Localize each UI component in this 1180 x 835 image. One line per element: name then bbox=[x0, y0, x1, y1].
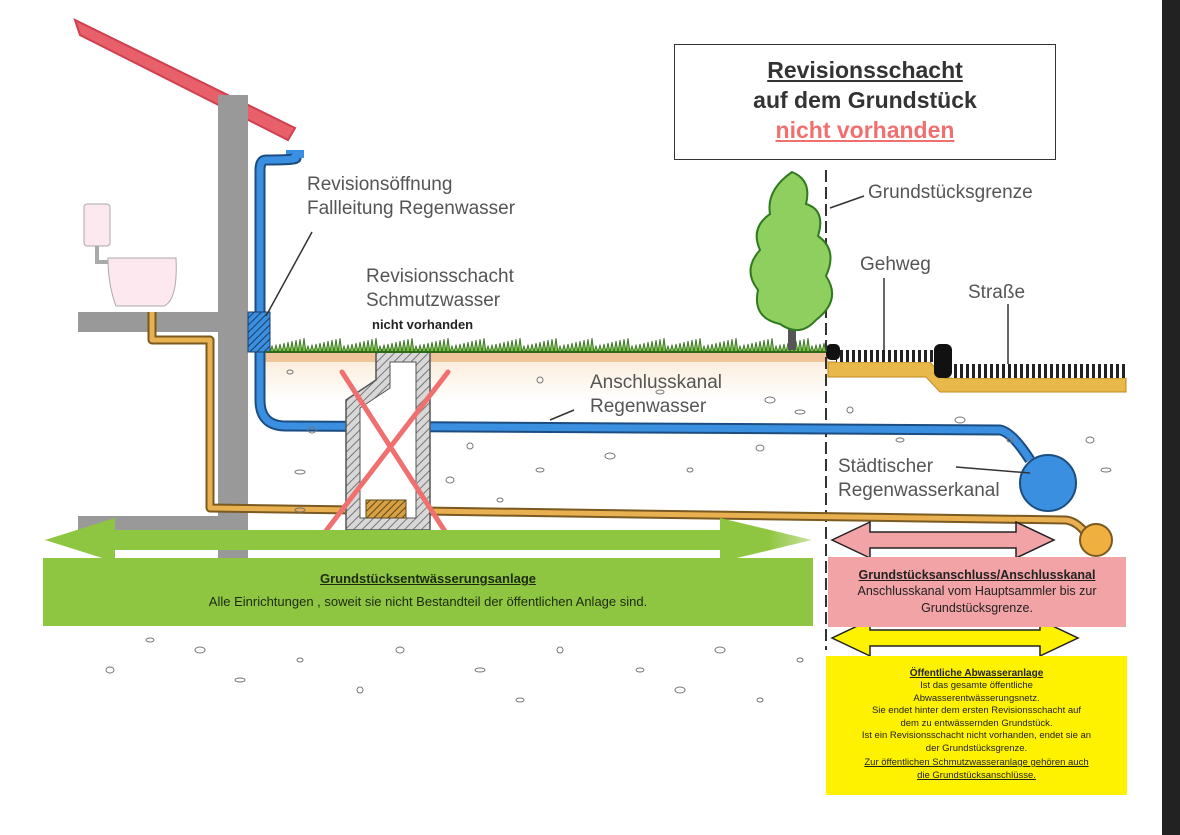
title-line-2: auf dem Grundstück bbox=[753, 87, 977, 113]
stone bbox=[556, 646, 564, 654]
street-fence bbox=[952, 364, 1126, 378]
title-box: Revisionsschacht auf dem Grundstück nich… bbox=[674, 44, 1056, 160]
stone bbox=[536, 376, 544, 384]
stone bbox=[846, 406, 854, 414]
label-property-line: Grundstücksgrenze bbox=[868, 182, 1033, 203]
roof bbox=[73, 18, 297, 142]
label-sidewalk: Gehweg bbox=[860, 254, 931, 275]
toilet-icon bbox=[83, 203, 177, 307]
stone bbox=[294, 469, 306, 475]
stone bbox=[234, 677, 246, 683]
connection-text-2: Grundstücksgrenze. bbox=[921, 601, 1033, 615]
stone bbox=[445, 476, 455, 484]
stone bbox=[515, 697, 525, 703]
title-line-1: Revisionsschacht bbox=[767, 57, 963, 83]
label-shaft-2: Schmutzwasser bbox=[366, 290, 501, 311]
label-city-sewer-2: Regenwasserkanal bbox=[838, 480, 1000, 501]
stone bbox=[954, 416, 966, 424]
stone bbox=[395, 646, 405, 654]
public-area-box: Öffentliche Abwasseranlage Ist das gesam… bbox=[826, 656, 1127, 795]
floor-slab bbox=[78, 312, 248, 332]
connection-text-1: Anschlusskanal vom Hauptsammler bis zur bbox=[857, 584, 1097, 598]
stone bbox=[635, 667, 645, 673]
label-revision-opening-1: Revisionsöffnung bbox=[307, 174, 453, 195]
lawn-grass bbox=[266, 337, 827, 353]
curb-left bbox=[826, 344, 840, 360]
stone bbox=[1100, 467, 1112, 473]
stone bbox=[474, 667, 486, 673]
stone bbox=[286, 369, 294, 375]
revision-opening-block bbox=[247, 311, 271, 353]
leader-rain-channel bbox=[549, 409, 575, 421]
cross-mark bbox=[319, 369, 451, 539]
curb-right bbox=[934, 344, 952, 378]
stone bbox=[296, 657, 304, 663]
main-waste-sewer bbox=[1079, 523, 1113, 557]
stone bbox=[496, 497, 504, 503]
leader-property-line bbox=[829, 195, 865, 209]
connection-box: Grundstücksanschluss/Anschlusskanal Ansc… bbox=[828, 557, 1126, 627]
stone bbox=[796, 657, 804, 663]
city-rainwater-sewer bbox=[1019, 454, 1077, 512]
stone bbox=[756, 697, 764, 703]
stone bbox=[535, 467, 545, 473]
stone bbox=[604, 452, 616, 460]
label-rain-channel-2: Regenwasser bbox=[590, 396, 707, 417]
stone bbox=[674, 686, 686, 694]
connection-arrow bbox=[830, 520, 1056, 560]
private-area-arrow bbox=[45, 518, 812, 562]
scan-edge bbox=[1162, 0, 1180, 835]
stone bbox=[307, 426, 317, 434]
stone bbox=[764, 396, 776, 404]
label-shaft-1: Revisionsschacht bbox=[366, 266, 514, 287]
tree-icon bbox=[749, 170, 834, 350]
public-area-footer: Zur öffentlichen Schmutzwasseranlage geh… bbox=[864, 757, 1089, 781]
label-revision-opening-2: Fallleitung Regenwasser bbox=[307, 198, 516, 219]
stone bbox=[105, 666, 115, 674]
connection-heading: Grundstücksanschluss/Anschlusskanal bbox=[858, 568, 1096, 582]
stone bbox=[755, 444, 765, 452]
stone bbox=[714, 646, 726, 654]
label-street: Straße bbox=[968, 282, 1026, 303]
label-city-sewer-1: Städtischer bbox=[838, 456, 934, 477]
stone bbox=[1006, 437, 1014, 443]
private-area-box: Grundstücksentwässerungsanlage Alle Einr… bbox=[43, 558, 813, 626]
title-line-3: nicht vorhanden bbox=[775, 117, 955, 143]
private-area-text: Alle Einrichtungen , soweit sie nicht Be… bbox=[208, 594, 648, 609]
private-area-heading: Grundstücksentwässerungsanlage bbox=[319, 571, 536, 586]
stone bbox=[194, 646, 206, 654]
grass-blades bbox=[269, 337, 827, 353]
public-area-heading: Öffentliche Abwasseranlage bbox=[909, 668, 1044, 679]
stone bbox=[356, 686, 364, 694]
stone bbox=[1085, 436, 1095, 444]
leader-revision-opening bbox=[265, 231, 313, 317]
rain-downpipe-inner bbox=[256, 154, 1033, 462]
label-rain-channel-1: Anschlusskanal bbox=[590, 372, 723, 393]
stone bbox=[895, 437, 905, 443]
stone bbox=[466, 442, 474, 450]
label-shaft-missing: nicht vorhanden bbox=[372, 317, 474, 332]
leader-city-sewer bbox=[955, 466, 1031, 474]
stone bbox=[655, 389, 665, 395]
stone bbox=[686, 467, 694, 473]
stone bbox=[294, 507, 306, 513]
public-area-text: Ist das gesamte öffentliche Abwasserentw… bbox=[861, 680, 1092, 754]
stone bbox=[145, 637, 155, 643]
sidewalk-fence bbox=[836, 350, 934, 362]
stone bbox=[794, 409, 806, 415]
